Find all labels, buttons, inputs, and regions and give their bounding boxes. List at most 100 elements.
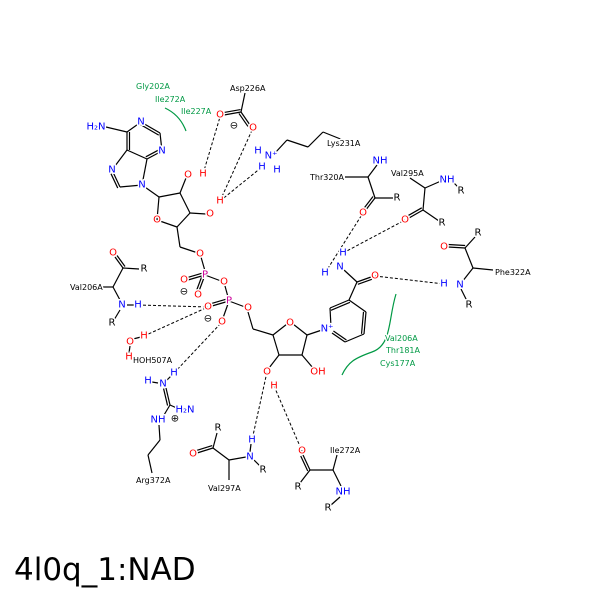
atom-label-nplus: N⁺ — [321, 324, 334, 335]
atom-label-r: R — [109, 318, 116, 329]
atom-label-nh: NH — [373, 156, 388, 167]
bond — [348, 299, 367, 313]
residue-label-phe322: Phe322A — [495, 268, 531, 277]
atom-label-nh: NH — [440, 175, 455, 186]
atom-label-r: R — [439, 218, 446, 229]
bond — [367, 176, 376, 199]
bond — [141, 184, 160, 198]
bond — [329, 307, 332, 328]
double-bond — [223, 111, 242, 116]
atom-label-o: O — [359, 208, 367, 219]
bond — [292, 323, 308, 336]
bond — [301, 354, 314, 369]
double-bond-line — [333, 330, 347, 341]
atom-label-o: O — [204, 302, 212, 313]
bond — [464, 247, 474, 269]
hydrogen-bond — [219, 166, 263, 202]
atom-label-r: R — [260, 465, 267, 476]
atom-label-o: O — [401, 215, 409, 226]
double-bond — [198, 274, 206, 292]
bond — [228, 300, 246, 308]
double-bond-line — [109, 170, 119, 189]
bond — [147, 454, 153, 474]
bond — [228, 456, 247, 461]
double-bond-line — [357, 278, 373, 285]
hydrogen-bond — [342, 219, 406, 254]
double-bond-line — [196, 273, 204, 291]
hydrophobic-label-ile227: Ile227A — [181, 107, 212, 116]
double-bond-line — [187, 272, 205, 279]
double-bond — [114, 256, 124, 269]
atom-label-o: O — [263, 367, 271, 378]
atom-label-o: O — [184, 170, 192, 181]
bond — [119, 184, 143, 188]
atom-label-h: H — [321, 268, 329, 279]
hydrogen-bond — [324, 212, 364, 274]
bond — [344, 333, 365, 343]
atom-label-h2n: H₂N — [175, 405, 194, 416]
double-bond — [356, 276, 372, 283]
residue-label-val297: Val297A — [208, 484, 241, 493]
bond — [179, 192, 191, 214]
atom-label-o: O — [371, 271, 379, 282]
bond — [409, 177, 426, 189]
hydrophobic-label-ile272: Ile272A — [155, 95, 186, 104]
bond — [179, 246, 199, 254]
double-bond — [140, 121, 161, 134]
double-bond-line — [223, 108, 241, 114]
bond — [422, 209, 440, 222]
double-bond-line — [145, 148, 162, 158]
bond — [200, 256, 206, 272]
hydrophobic-label-gly202: Gly202A — [136, 82, 170, 91]
atom-label-r: R — [325, 503, 332, 514]
double-bond — [111, 169, 121, 188]
hydrophobic-contact-arc-top — [164, 107, 187, 132]
bond — [105, 126, 128, 133]
bond — [286, 139, 309, 148]
hydrogen-bond — [251, 371, 268, 441]
atom-label-n: N — [118, 300, 125, 311]
hydrogen-bond — [143, 306, 209, 337]
bond — [176, 212, 191, 228]
residue-label-val206: Val206A — [70, 283, 103, 292]
hydrogen-bond — [219, 127, 254, 202]
atom-label-o: O — [153, 215, 161, 226]
atom-label-h: H — [140, 331, 148, 342]
atom-label-o: O — [189, 449, 197, 460]
atom-label-n: N — [158, 146, 165, 157]
bond — [179, 177, 187, 194]
atom-label-o: O — [298, 446, 306, 457]
atom-label-h: H — [270, 381, 278, 392]
atom-label-h: H — [440, 279, 448, 290]
atom-label-minus: ⊖ — [180, 287, 188, 298]
atom-label-h: H — [125, 352, 133, 363]
bond — [112, 267, 124, 288]
atom-label-h: H — [273, 165, 281, 176]
bond — [332, 469, 342, 487]
double-bond-line — [407, 207, 423, 217]
bond — [348, 281, 358, 301]
hydrophobic-contact-arc-right — [341, 293, 397, 376]
hydrogen-bond — [137, 304, 209, 308]
hydrogen-bond — [374, 275, 445, 285]
bond — [367, 164, 378, 178]
bond — [274, 139, 288, 154]
double-bond — [363, 311, 367, 335]
atom-label-o: O — [196, 249, 204, 260]
double-bond-line — [139, 123, 160, 136]
atom-label-r: R — [466, 300, 473, 311]
bond — [460, 288, 468, 302]
double-bond — [408, 209, 424, 219]
double-bond-line — [360, 311, 365, 334]
double-bond — [196, 447, 214, 454]
bond — [166, 375, 172, 381]
bond — [461, 267, 474, 283]
double-bond — [364, 197, 376, 212]
residue-label-asp226: Asp226A — [230, 84, 266, 93]
bond — [222, 300, 230, 319]
bond — [158, 192, 181, 198]
atom-label-o: O — [206, 209, 214, 220]
atom-label-r: R — [458, 186, 465, 197]
double-bond — [240, 111, 251, 126]
